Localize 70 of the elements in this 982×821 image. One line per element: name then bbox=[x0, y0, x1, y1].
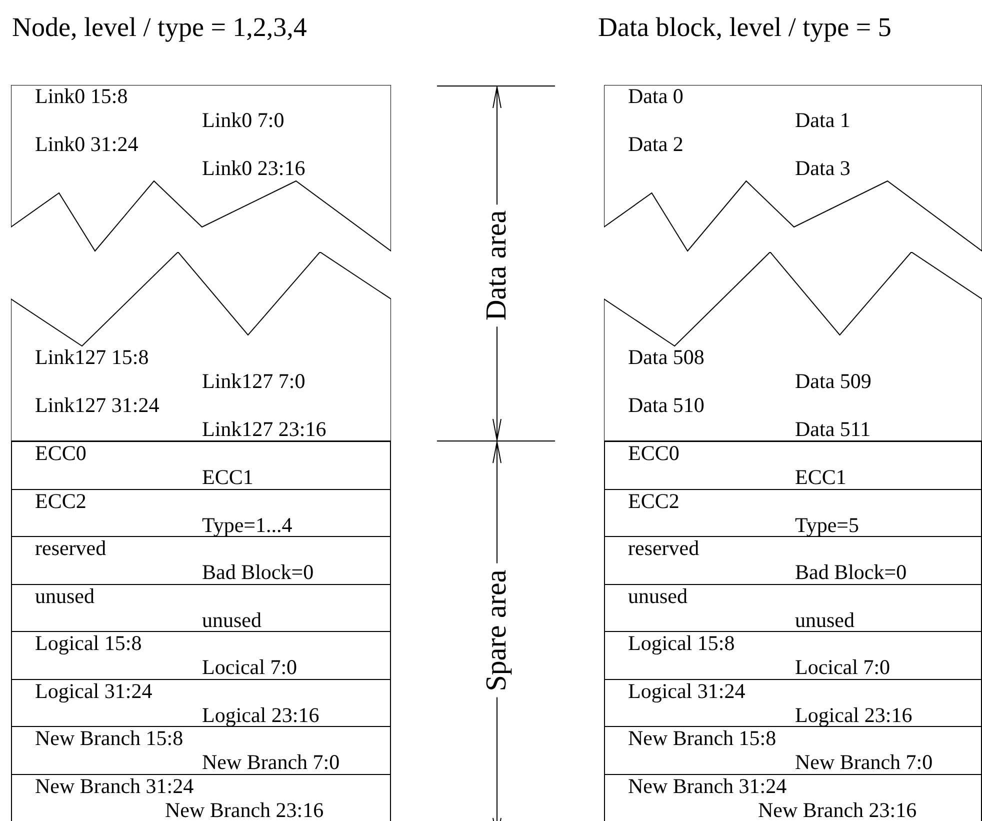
field-name: Logical 15:8 bbox=[628, 633, 735, 654]
data-area-fragment bbox=[604, 85, 982, 252]
field-name: Locical 7:0 bbox=[202, 657, 298, 678]
field-name: Data 508 bbox=[628, 347, 704, 368]
field-name: Link127 15:8 bbox=[35, 347, 149, 368]
heading: Data block, level / type = 5 bbox=[598, 14, 892, 41]
data-area-fragment bbox=[11, 85, 391, 252]
field-name: ECC2 bbox=[35, 490, 86, 512]
field-name: Link0 7:0 bbox=[202, 110, 284, 131]
field-name: Data 3 bbox=[795, 158, 850, 179]
spare-field-row bbox=[11, 726, 391, 774]
field-name: Logical 31:24 bbox=[35, 680, 152, 702]
spare-field-row bbox=[604, 488, 982, 537]
spare-field-row bbox=[11, 631, 391, 680]
field-name: Logical 31:24 bbox=[628, 680, 746, 702]
field-name: Logical 23:16 bbox=[202, 704, 320, 726]
field-name: New Branch 31:24 bbox=[35, 776, 194, 796]
field-name: Link127 7:0 bbox=[202, 371, 306, 392]
data-area-fragment bbox=[604, 252, 982, 442]
field-name: New Branch 31:24 bbox=[628, 776, 787, 796]
spare-field-row bbox=[11, 774, 391, 821]
spare-field-row bbox=[604, 631, 982, 680]
field-name: unused bbox=[628, 586, 688, 606]
spare-field-row bbox=[604, 774, 982, 821]
spare-field-row bbox=[11, 584, 391, 632]
field-name: Data 509 bbox=[795, 371, 872, 392]
field-name: Data 511 bbox=[795, 419, 871, 440]
field-name: Logical 15:8 bbox=[35, 633, 142, 654]
field-name: Bad Block=0 bbox=[795, 562, 907, 583]
field-name: Data 0 bbox=[628, 86, 684, 107]
field-name: Link0 15:8 bbox=[35, 86, 128, 107]
field-name: Bad Block=0 bbox=[202, 562, 314, 583]
spare-field-row bbox=[11, 488, 391, 537]
field-name: Link0 23:16 bbox=[202, 158, 306, 179]
field-name: ECC2 bbox=[628, 490, 680, 512]
field-name: New Branch 15:8 bbox=[35, 728, 184, 749]
field-name: ECC0 bbox=[35, 443, 86, 464]
field-name: New Branch 15:8 bbox=[628, 728, 776, 749]
field-name: reserved bbox=[628, 538, 700, 559]
data-area-fragment bbox=[11, 252, 391, 442]
field-name: Data 510 bbox=[628, 395, 704, 416]
field-name: unused bbox=[35, 586, 94, 606]
spare-field-row bbox=[11, 536, 391, 584]
spare-field-row bbox=[604, 441, 982, 490]
field-name: New Branch 23:16 bbox=[758, 800, 917, 820]
field-name: Link0 31:24 bbox=[35, 134, 138, 155]
field-name: Logical 23:16 bbox=[795, 704, 912, 726]
heading: Node, level / type = 1,2,3,4 bbox=[12, 14, 307, 41]
field-name: New Branch 23:16 bbox=[165, 800, 324, 820]
field-name: New Branch 7:0 bbox=[202, 752, 340, 773]
spare-field-row bbox=[604, 584, 982, 632]
spare-field-row bbox=[11, 441, 391, 490]
field-name: Link127 23:16 bbox=[202, 419, 326, 440]
field-name: Data 2 bbox=[628, 134, 684, 155]
field-name: unused bbox=[795, 610, 854, 630]
field-name: Locical 7:0 bbox=[795, 657, 890, 678]
field-name: unused bbox=[202, 610, 262, 630]
field-name: Link127 31:24 bbox=[35, 395, 160, 416]
field-name: ECC1 bbox=[202, 467, 254, 488]
field-name: reserved bbox=[35, 538, 106, 559]
field-name: Type=5 bbox=[795, 514, 860, 536]
spare-field-row bbox=[604, 536, 982, 584]
field-name: ECC0 bbox=[628, 443, 680, 464]
field-name: Data 1 bbox=[795, 110, 850, 131]
spare-field-row bbox=[604, 726, 982, 774]
spare-field-row bbox=[11, 678, 391, 727]
field-name: ECC1 bbox=[795, 467, 846, 488]
spare-field-row bbox=[604, 678, 982, 727]
field-name: New Branch 7:0 bbox=[795, 752, 933, 773]
field-name: Type=1...4 bbox=[202, 514, 292, 536]
